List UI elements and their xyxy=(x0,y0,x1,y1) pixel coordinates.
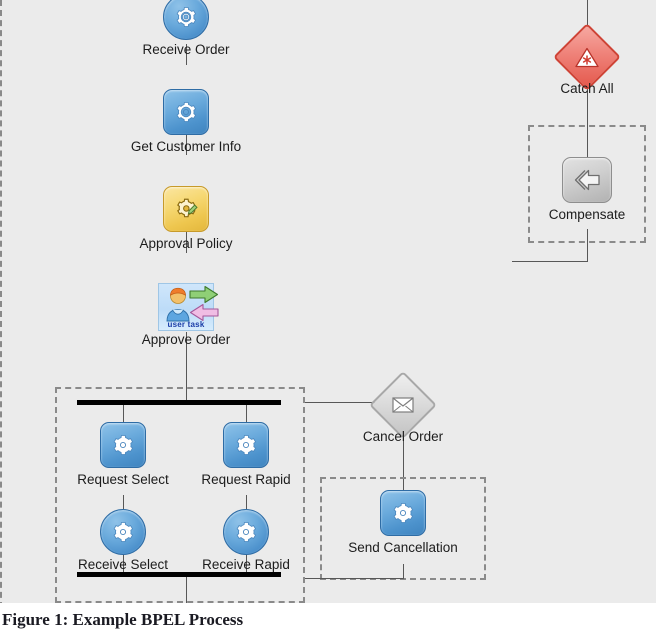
connector-cancel-order-to-send-cancellation xyxy=(403,428,404,490)
connector-catch-all-to-compensate xyxy=(587,81,588,157)
connector-receive-select-to-join xyxy=(123,553,124,572)
connector-cancel-scope-return xyxy=(305,578,404,579)
approval-policy-label: Approval Policy xyxy=(139,236,233,251)
receive-select-label: Receive Select xyxy=(77,557,169,572)
gear-icon xyxy=(236,435,257,455)
catch-all-shape xyxy=(553,23,621,91)
gear-icon xyxy=(113,435,134,455)
connector-compensate-down xyxy=(587,229,588,261)
receive-order-label: Receive Order xyxy=(142,42,230,57)
get-customer-info-shape xyxy=(163,89,209,135)
approval-policy-shape xyxy=(163,186,209,232)
send-cancellation-shape xyxy=(380,490,426,536)
gear-icon xyxy=(113,522,134,542)
compensate-shape xyxy=(562,157,612,203)
user-task-badge: user task xyxy=(167,320,205,329)
receive-select-shape xyxy=(100,509,146,555)
figure-caption: Figure 1: Example BPEL Process xyxy=(2,610,244,629)
gear-icon xyxy=(176,7,197,27)
green-right-arrow-icon xyxy=(189,285,219,304)
connector-into-catch-all xyxy=(587,0,588,30)
compensate-label: Compensate xyxy=(548,207,626,222)
request-select-label: Request Select xyxy=(77,472,169,487)
connector-fork-to-request-select xyxy=(123,405,124,422)
approve-order-shape: user task xyxy=(158,283,219,331)
connector-policy-to-approve xyxy=(186,230,187,253)
join-bar xyxy=(77,572,281,577)
receive-rapid-shape xyxy=(223,509,269,555)
catch-all-icon-wrap xyxy=(565,35,609,79)
connector-send-cancellation-down xyxy=(403,564,404,579)
connector-join-to-end xyxy=(186,577,187,610)
gear-pencil-icon xyxy=(177,198,198,218)
send-cancellation-label: Send Cancellation xyxy=(348,540,458,555)
connector-fork-to-request-rapid xyxy=(246,405,247,422)
request-rapid-label: Request Rapid xyxy=(201,472,291,487)
cancel-order-label: Cancel Order xyxy=(362,429,444,444)
cancel-order-shape xyxy=(369,371,437,439)
connector-request-rapid-to-receive-rapid xyxy=(246,495,247,509)
get-customer-info-label: Get Customer Info xyxy=(130,139,242,154)
outer-scope-left-border xyxy=(0,0,3,618)
compensate-arrow-icon xyxy=(574,169,600,191)
warning-asterisk-icon xyxy=(575,47,599,67)
connector-approve-to-fork xyxy=(186,332,187,402)
pink-left-arrow-icon xyxy=(189,303,219,322)
fork-bar xyxy=(77,400,281,405)
connector-customer-to-policy xyxy=(186,133,187,155)
connector-compensation-return xyxy=(512,261,588,262)
receive-order-shape xyxy=(163,0,209,40)
receive-rapid-label: Receive Rapid xyxy=(202,557,290,572)
cancel-handler-scope xyxy=(320,477,486,580)
connector-parallel-to-cancel-order xyxy=(305,402,379,403)
gear-icon xyxy=(176,102,197,122)
request-rapid-shape xyxy=(223,422,269,468)
figure-caption-strip: Figure 1: Example BPEL Process xyxy=(0,603,656,630)
connector-receive-to-customer xyxy=(186,44,187,65)
gear-icon xyxy=(236,522,257,542)
approve-order-label: Approve Order xyxy=(141,332,231,347)
connector-receive-rapid-to-join xyxy=(246,553,247,572)
gear-icon xyxy=(393,503,414,523)
envelope-icon xyxy=(392,397,414,413)
request-select-shape xyxy=(100,422,146,468)
catch-all-label: Catch All xyxy=(560,81,614,96)
cancel-order-icon-wrap xyxy=(381,383,425,427)
parallel-flow-scope xyxy=(55,387,305,603)
connector-request-select-to-receive-select xyxy=(123,495,124,509)
user-task-icon xyxy=(166,287,190,322)
